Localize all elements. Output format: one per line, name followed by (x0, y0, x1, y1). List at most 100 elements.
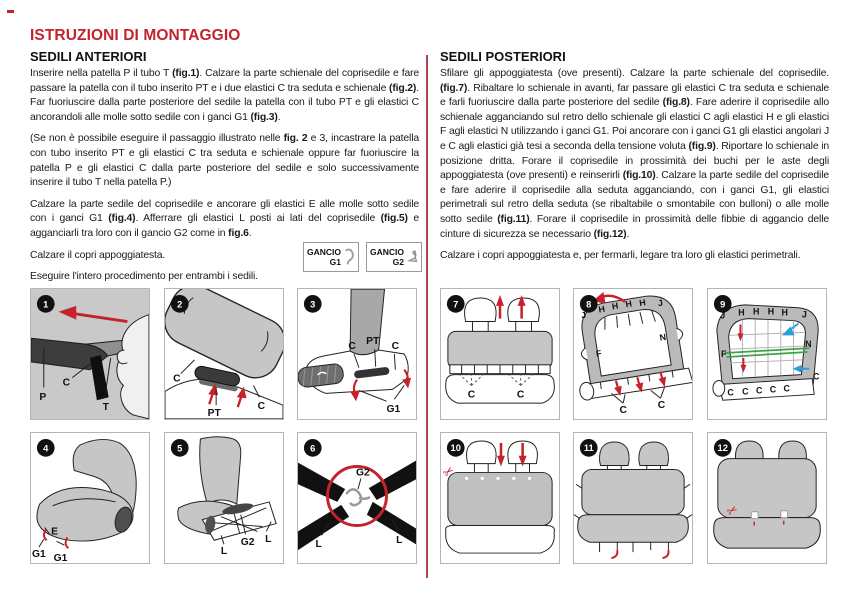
part-label: C (392, 341, 400, 352)
svg-text:12: 12 (718, 443, 728, 453)
svg-text:8: 8 (586, 299, 591, 309)
figure-panel-8: J H H H H J F N C C 8 (573, 288, 693, 420)
red-arrow-icon (402, 369, 412, 389)
red-arrow-icon (517, 295, 526, 319)
figure-7-illustration: C C 7 (441, 289, 559, 419)
red-arrow-icon (635, 376, 644, 393)
part-label: H (738, 308, 744, 318)
figure-panel-11: 11 (573, 432, 693, 564)
blue-arrow-icon (792, 364, 810, 373)
part-label: H (768, 307, 774, 317)
red-hook-icon (43, 528, 48, 542)
part-label: C (348, 341, 356, 352)
figure-panel-2: C PT C 2 (164, 288, 284, 420)
part-label: C (258, 401, 266, 412)
svg-text:1: 1 (43, 299, 48, 309)
part-label: F (595, 348, 602, 359)
part-label: C (742, 386, 749, 396)
part-label: J (720, 311, 725, 321)
figure-number-badge: 2 (170, 295, 189, 313)
instruction-paragraph: Calzare i copri appoggiatesta e, per fer… (440, 250, 801, 262)
red-arrow-icon (614, 380, 622, 396)
red-arrow-icon (496, 295, 504, 319)
red-arrow-icon (236, 386, 247, 408)
figure-11-illustration: 11 (574, 433, 692, 563)
part-label: G1 (32, 549, 46, 560)
figure-12-illustration: ✂ 12 (708, 433, 826, 563)
red-arrow-icon (208, 383, 219, 405)
belt-buckle-mark (780, 510, 789, 519)
red-hook-icon (662, 549, 670, 559)
part-label: C (783, 383, 790, 393)
svg-text:11: 11 (584, 443, 594, 453)
figure-panel-1: C P T 1 (30, 288, 150, 420)
instruction-paragraph: (Se non è possibile eseguire il passaggi… (30, 133, 419, 189)
svg-text:6: 6 (310, 443, 315, 453)
part-label: PT (208, 408, 222, 419)
column-divider (426, 55, 428, 578)
hook-g2-icon (407, 250, 418, 263)
svg-text:3: 3 (310, 299, 315, 309)
part-label: C (813, 372, 820, 382)
part-label: C (468, 389, 476, 400)
red-arrow-icon (737, 324, 744, 342)
part-label: G1 (387, 404, 401, 415)
figure-number-badge: 10 (446, 439, 465, 457)
svg-text:4: 4 (43, 443, 49, 453)
part-label: C (517, 389, 525, 400)
part-label: P (39, 392, 46, 403)
part-label: H (598, 304, 606, 315)
instruction-paragraph: Sfilare gli appoggiatesta (ove presenti)… (440, 68, 829, 240)
figure-panel-4: E G1 G1 4 (30, 432, 150, 564)
front-seats-text: Inserire nella patella P il tubo T (fig.… (30, 67, 419, 292)
hook-legend-g2: GANCIO G2 (366, 242, 422, 272)
figure-panel-5: L G2 L 5 (164, 432, 284, 564)
seat-edge-band (298, 363, 344, 388)
figure-3-illustration: C PT C G1 3 (298, 289, 416, 419)
svg-text:10: 10 (451, 443, 461, 453)
figure-9-illustration: J H H H H J F N C C C C C C 9 (708, 289, 826, 419)
part-label: G2 (241, 537, 255, 548)
instruction-paragraph: Eseguire l'intero procedimento per entra… (30, 271, 258, 283)
part-label: C (756, 385, 763, 395)
figure-panel-9: J H H H H J F N C C C C C C 9 (707, 288, 827, 420)
highlight-circle (326, 465, 388, 528)
figure-number-badge: 9 (713, 295, 732, 313)
figure-number-badge: 7 (446, 295, 465, 313)
part-label: L (221, 546, 227, 557)
print-crop-mark (7, 10, 14, 13)
part-label: H (611, 301, 619, 312)
instruction-paragraph: Calzare il copri appoggiatesta. (30, 249, 166, 261)
figure-panel-7: C C 7 (440, 288, 560, 420)
figure-10-illustration: ✂ 10 (441, 433, 559, 563)
part-label: L (396, 535, 402, 546)
hook-label: GANCIO (307, 246, 341, 257)
svg-text:5: 5 (177, 443, 182, 453)
figure-5-illustration: L G2 L 5 (165, 433, 283, 563)
figure-4-illustration: E G1 G1 4 (31, 433, 149, 563)
figure-panel-12: ✂ 12 (707, 432, 827, 564)
hook-g1-icon (345, 248, 354, 265)
part-label: H (753, 307, 759, 317)
figure-number-badge: 4 (36, 439, 55, 457)
rear-seats-heading: SEDILI POSTERIORI (440, 49, 566, 64)
part-label: J (802, 310, 807, 320)
hook-code: G1 (329, 257, 341, 267)
part-label: C (770, 384, 777, 394)
part-label: G1 (54, 553, 68, 563)
svg-text:7: 7 (453, 299, 458, 309)
front-seats-heading: SEDILI ANTERIORI (30, 49, 147, 64)
red-arrow-icon (518, 442, 527, 467)
instruction-paragraph: Calzare la parte sedile del coprisedile … (30, 198, 419, 239)
part-label: E (51, 526, 58, 537)
part-label: C (63, 377, 71, 388)
figure-number-badge: 11 (579, 439, 598, 457)
part-label: G2 (356, 467, 370, 478)
part-label: C (619, 405, 627, 416)
blue-arrow-icon (781, 322, 800, 336)
hook-legend-g1: GANCIO G1 (303, 242, 359, 272)
part-label: H (638, 297, 646, 308)
red-arrow-icon (58, 305, 128, 324)
red-arrow-icon (658, 371, 667, 387)
part-label: H (625, 298, 633, 309)
